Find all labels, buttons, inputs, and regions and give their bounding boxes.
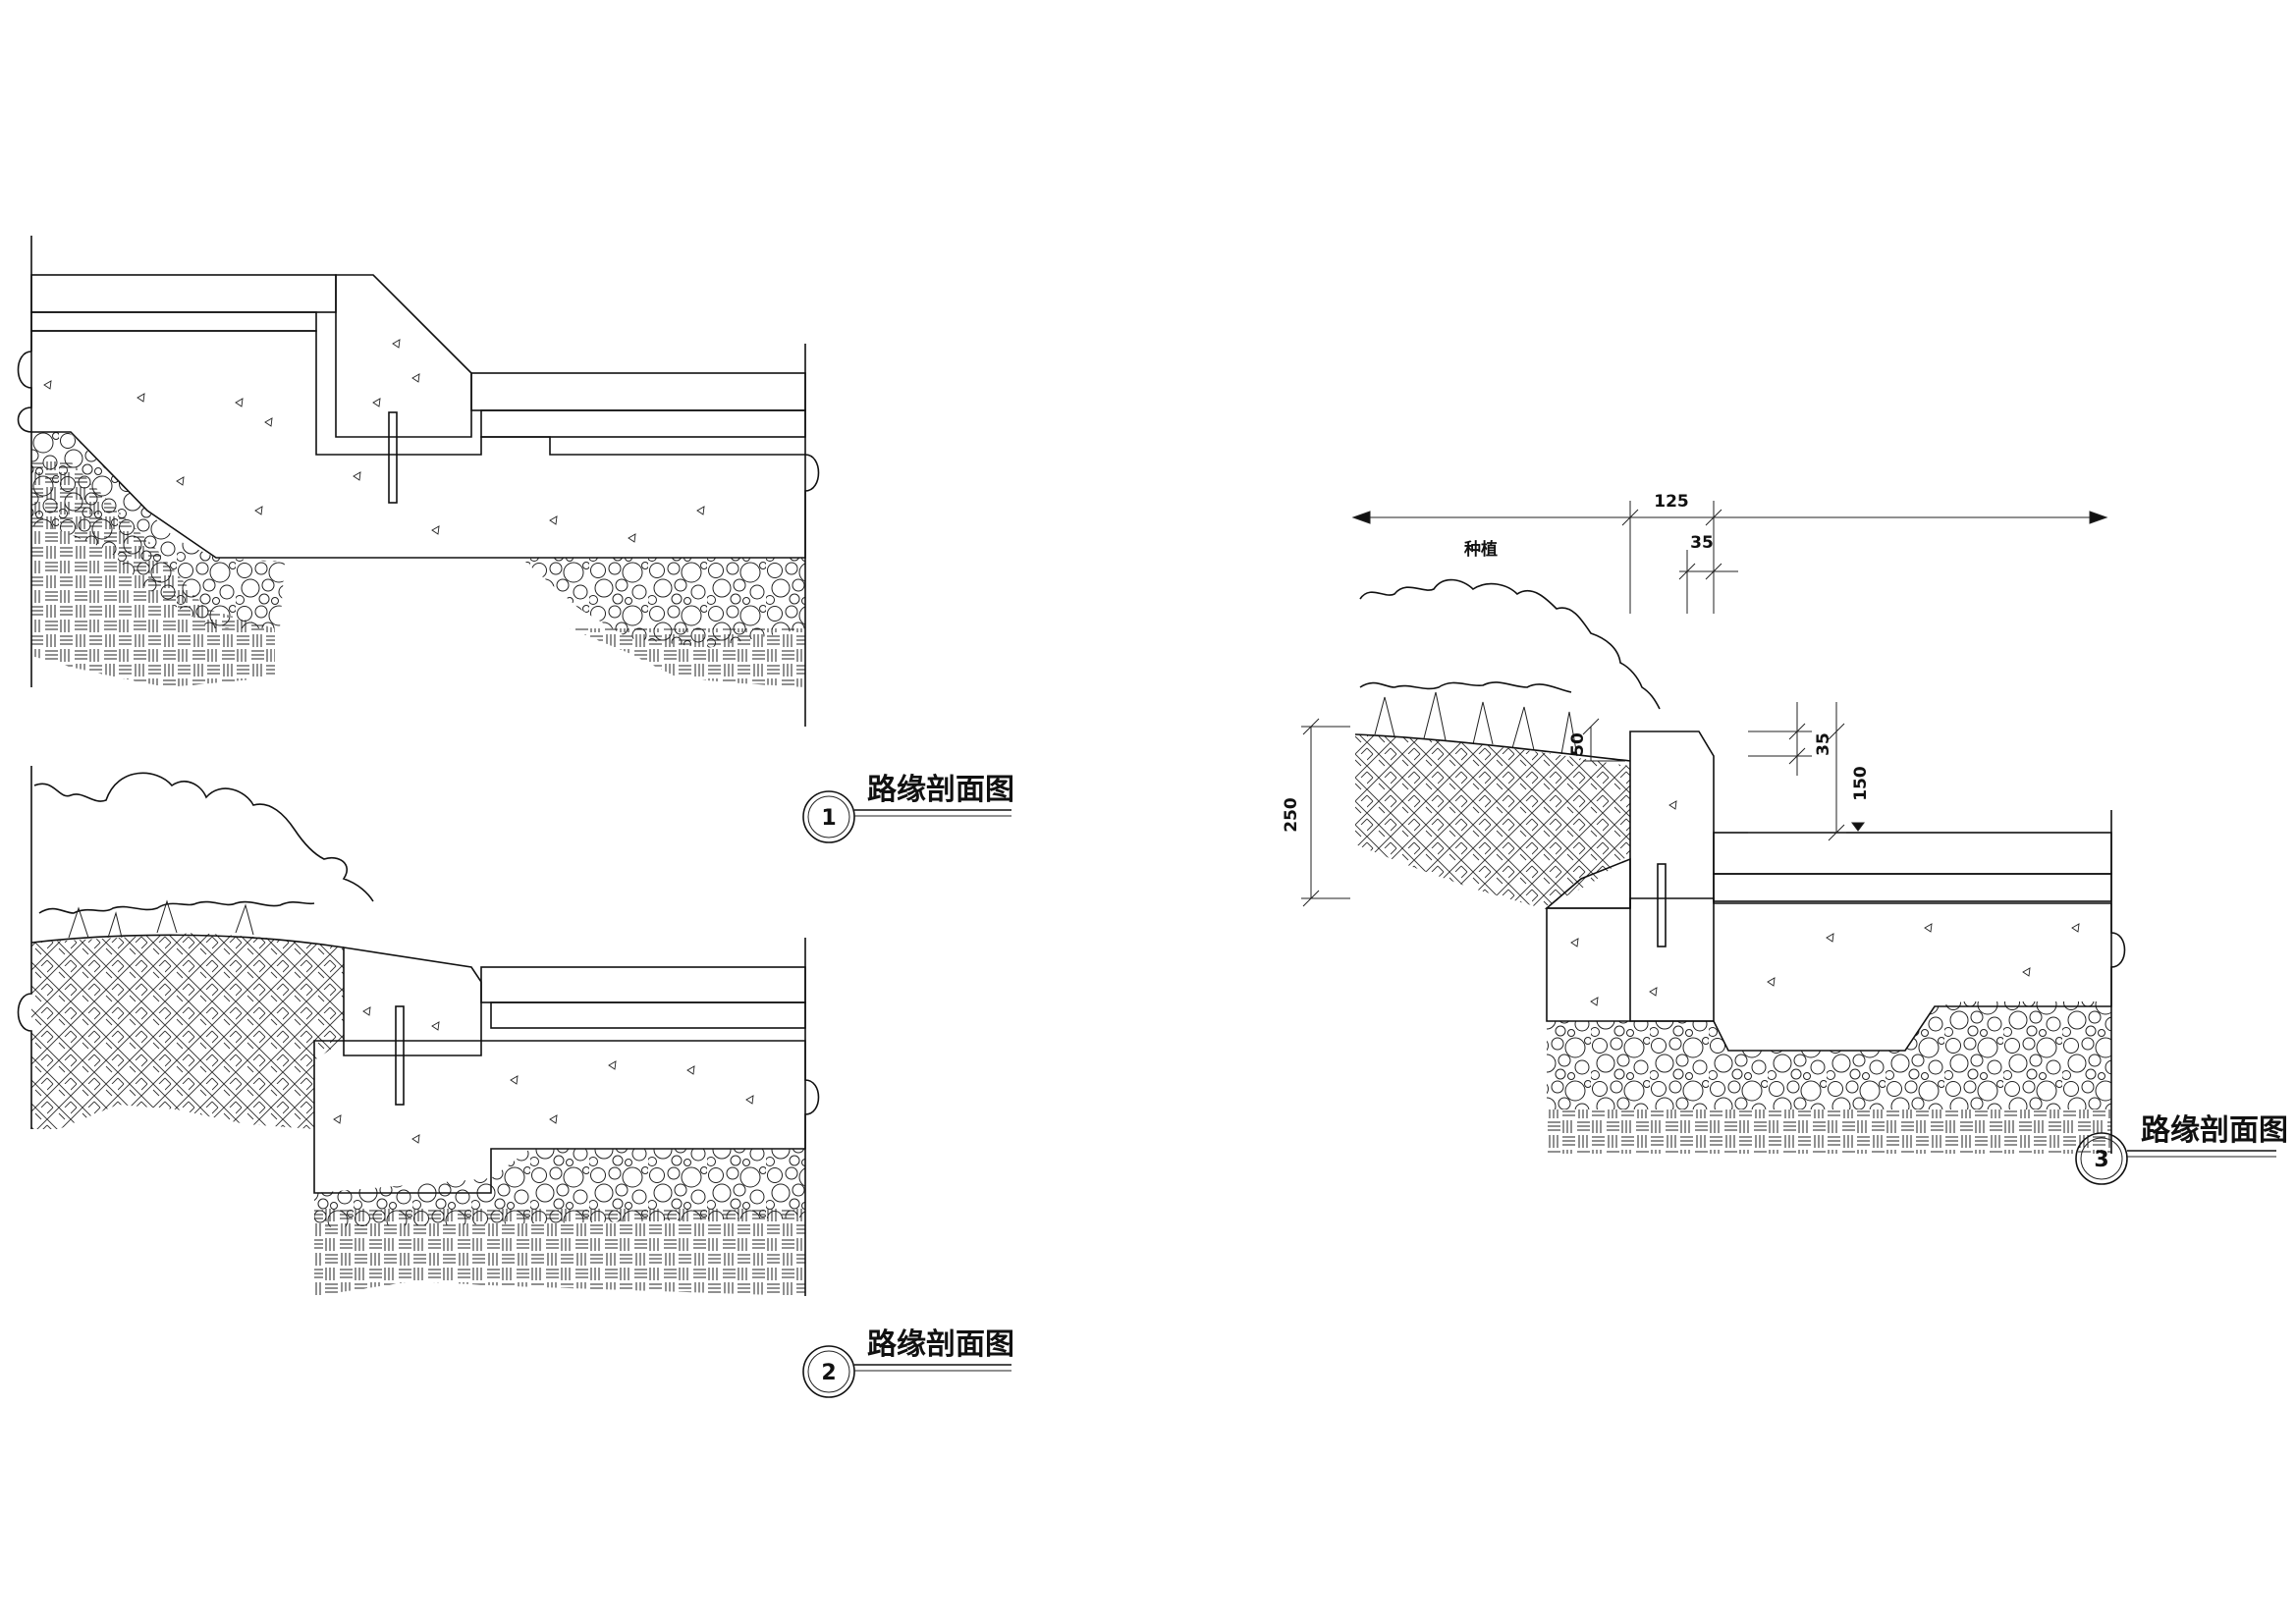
paving-top-3: [1713, 832, 2112, 875]
dim-35-right: 35: [1814, 732, 1833, 756]
dowel-3: [1657, 863, 1667, 947]
dowel-2: [395, 1005, 405, 1106]
section-3-drawing: 125 35 种植 250 50 35 150: [1282, 492, 2126, 1154]
section-2-title-block: 2 路缘剖面图: [802, 1327, 1014, 1398]
break-line-right-2: [804, 938, 820, 1296]
ground-line-3: [1354, 733, 1631, 762]
break-line-left-2: [17, 766, 32, 1129]
section-1-drawing: [17, 236, 820, 727]
dowel-1: [388, 411, 398, 504]
dim-125: 125: [1654, 492, 1689, 512]
dim-250: 250: [1282, 797, 1301, 833]
paving-top-2: [480, 966, 806, 1003]
compacted-soil-right: [570, 628, 805, 687]
section-3-number: 3: [2094, 1148, 2108, 1172]
compacted-soil-3: [1547, 1109, 2111, 1154]
paving-top-left: [30, 274, 337, 313]
ground-line-2: [30, 934, 345, 948]
section-1-number: 1: [821, 806, 836, 831]
section-1-title-block: 1 路缘剖面图: [802, 773, 1014, 843]
paving-sand-right: [480, 409, 806, 438]
paving-sand-2: [490, 1001, 806, 1029]
kerb-stone-2: [343, 947, 482, 1042]
kerb-stone-3: [1629, 730, 1715, 1022]
section-1-title: 路缘剖面图: [867, 773, 1014, 807]
section-2-drawing: [17, 766, 820, 1296]
break-line-left-1: [17, 236, 32, 687]
gravel-left: [31, 432, 285, 628]
paving-mortar-left: [30, 311, 317, 332]
dim-50: 50: [1568, 732, 1588, 756]
section-3-title-block: 3 路缘剖面图: [2075, 1113, 2288, 1185]
planting-soil-2: [31, 933, 344, 1129]
section-3-title: 路缘剖面图: [2141, 1113, 2288, 1148]
shrub-foliage-3: [1359, 578, 1661, 710]
gravel-right: [520, 558, 805, 648]
kerb-stone-1: [335, 274, 472, 438]
gravel-3: [1547, 1001, 2111, 1109]
planting-leaves-2: [68, 899, 254, 939]
section-2-title: 路缘剖面图: [867, 1327, 1014, 1362]
break-line-right-1: [804, 344, 820, 727]
paving-sand-3: [1713, 873, 2112, 902]
gravel-2: [314, 1149, 805, 1227]
dimension-lines-3: [1301, 501, 2108, 907]
dim-35-top: 35: [1690, 533, 1714, 553]
planting-leaves-3: [1374, 691, 1578, 757]
section-2-number: 2: [821, 1361, 836, 1385]
shrub-foliage-2: [33, 772, 374, 914]
label-planting: 种植: [1463, 539, 1498, 560]
planting-soil-3: [1355, 734, 1630, 908]
compacted-soil-2: [314, 1208, 805, 1296]
break-line-right-3: [2110, 810, 2126, 1154]
dim-150: 150: [1851, 766, 1871, 801]
paving-top-right: [470, 372, 806, 411]
